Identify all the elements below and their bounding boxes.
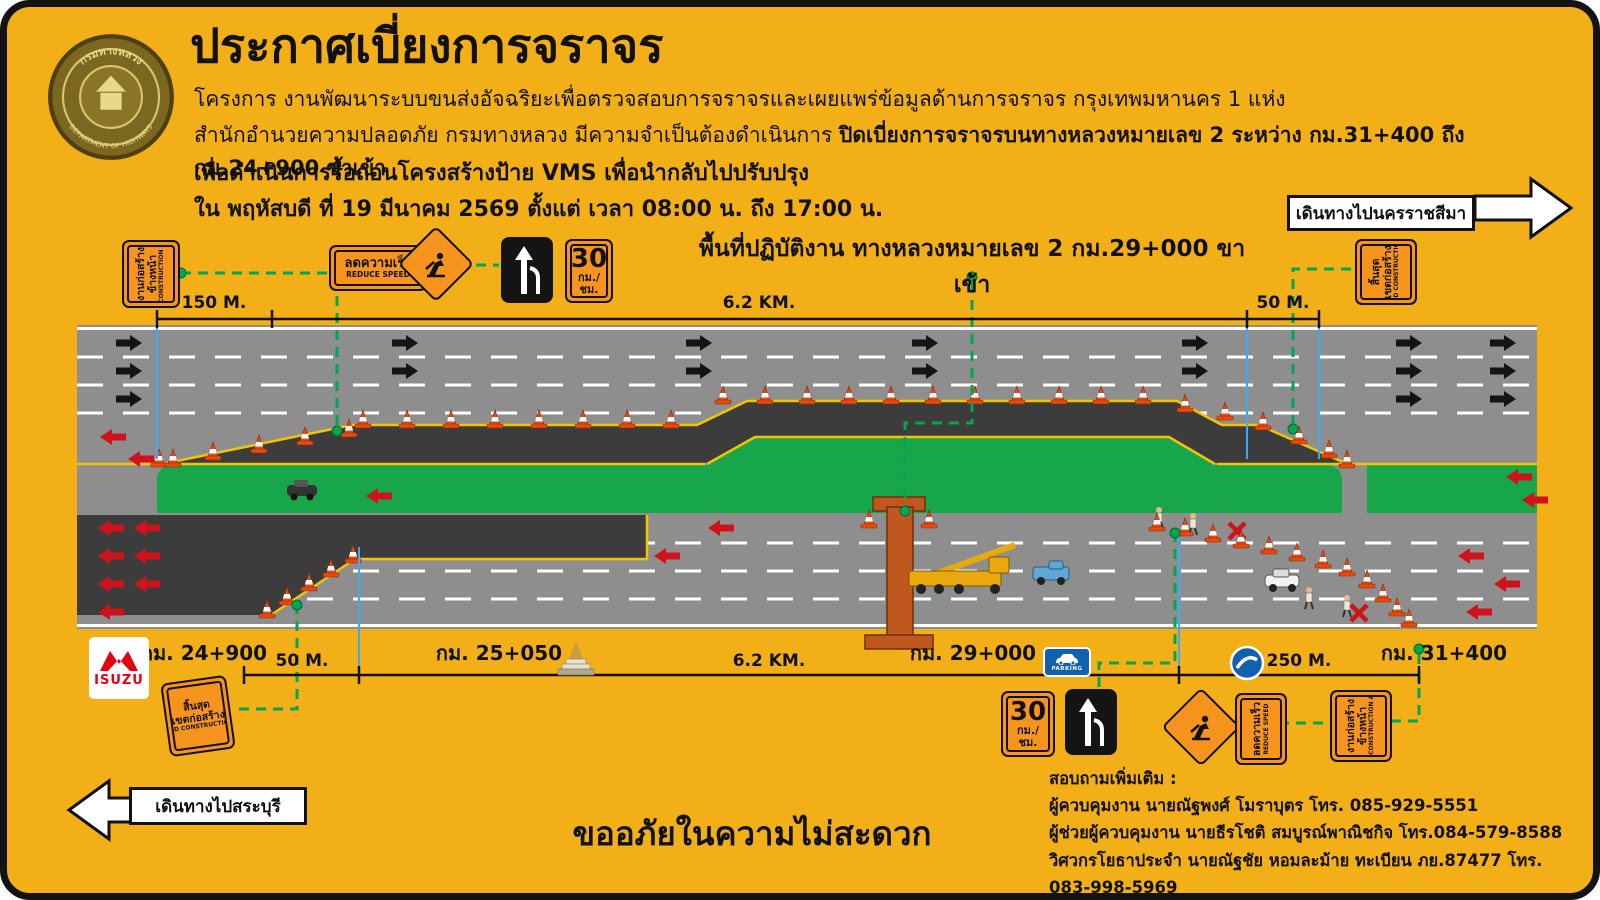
km-marker-1: กม. 24+900 xyxy=(140,641,268,665)
sign-text: 30 xyxy=(570,244,608,274)
isuzu-mark-icon xyxy=(100,650,138,671)
isuzu-logo: ISUZU xyxy=(89,637,149,699)
distance-top-2: 6.2 KM. xyxy=(722,293,796,313)
distance-top-1: 150 M. xyxy=(181,293,247,313)
speed-limit-sign-bottom: 30 กม./ชม. xyxy=(1001,691,1055,757)
reduce-speed-sign-top: ลดความเร็ว REDUCE SPEED xyxy=(329,245,427,291)
sign-text: REDUCE SPEED xyxy=(346,270,410,280)
car-dark xyxy=(287,480,317,501)
car-icon xyxy=(1056,653,1078,665)
reduce-speed-sign-face: ลดความเร็ว REDUCE SPEED xyxy=(1240,698,1282,760)
connector-dots xyxy=(175,267,1425,655)
sign-text: REDUCE SPEED xyxy=(1262,703,1270,755)
reduce-speed-sign-bottom: ลดความเร็ว REDUCE SPEED xyxy=(1235,693,1287,765)
sign-text: กม./ชม. xyxy=(1016,723,1040,749)
km-marker-2: กม. 25+050 xyxy=(435,641,563,665)
project-line: โครงการ งานพัฒนาระบบขนส่งอัจฉริยะเพื่อตร… xyxy=(194,87,1286,111)
temple-icon xyxy=(557,641,595,676)
distance-bottom-2: 6.2 KM. xyxy=(732,651,806,671)
fuel-station-logo xyxy=(1229,645,1265,681)
purpose-line: เพื่อดำเนินการรื้อถอนโครงสร้างป้าย VMS เ… xyxy=(194,161,809,186)
sign-text: งานก่อสร้าง xyxy=(134,247,147,301)
construction-ahead-sign-face: งานก่อสร้าง ข้างหน้า ROAD CONSTRUCTION A… xyxy=(1335,695,1387,757)
sign-text: กม./ชม. xyxy=(577,270,601,296)
work-area-label: พื้นที่ปฏิบัติงาน ทางหลวงหมายเลข 2 กม.29… xyxy=(698,236,1246,298)
distance-bottom-3: 250 M. xyxy=(1266,651,1332,671)
detail-bold: ปิดเบี่ยงการจราจรบนทางหลวงหมายเลข 2 ระหว… xyxy=(194,123,1465,180)
isuzu-logo-text: ISUZU xyxy=(94,672,144,688)
contact-line-1: ผู้ควบคุมงาน นายณัฐพงศ์ โมราบุตร โทร. 08… xyxy=(1049,796,1479,816)
speed-limit-sign-face: 30 กม./ชม. xyxy=(1006,696,1050,752)
sign-text: 30 xyxy=(1009,696,1047,727)
doh-seal-logo: กรมทางหลวง DEPARTMENT OF HIGHWAYS xyxy=(48,34,174,160)
direction-east-arrow-icon xyxy=(1473,176,1574,240)
contact-line-2: ผู้ช่วยผู้ควบคุมงาน นายธีรโชติ สมบูรณ์พา… xyxy=(1049,823,1563,843)
parking-sign: PARKING xyxy=(1043,647,1091,677)
direction-east-label: เดินทางไปนครราชสีมา xyxy=(1287,195,1475,231)
end-construction-sign-face: สิ้นสุด เขตก่อสร้าง END CONSTRUCTION xyxy=(165,680,231,752)
vms-structure xyxy=(864,496,934,650)
sign-text: ลดความเร็ว xyxy=(1250,701,1263,757)
page-title: ประกาศเบี่ยงการจราจร xyxy=(190,19,664,74)
detail-normal: สำนักอำนวยความปลอดภัย กรมทางหลวง มีความจ… xyxy=(194,123,840,147)
km-marker-3: กม. 29+000 xyxy=(909,641,1037,665)
distance-top-3: 50 M. xyxy=(1256,293,1310,313)
sign-text: งานก่อสร้าง xyxy=(1344,699,1357,753)
contact-line-3: วิศวกรโยธาประจำ นายณัฐชัย หอมละม้าย ทะเบ… xyxy=(1049,850,1543,897)
reference-lines xyxy=(156,321,1320,671)
crane-truck xyxy=(908,542,1017,594)
worker-diamond-sign-top xyxy=(397,225,475,303)
lane-merge-sign-bottom xyxy=(1065,689,1117,755)
car-white xyxy=(1264,568,1300,592)
contact-block: สอบถามเพิ่มเติม : ผู้ควบคุมงาน นายณัฐพงศ… xyxy=(1049,765,1589,897)
sign-text: ROAD CONSTRUCTION AHEAD xyxy=(1368,695,1376,757)
distance-bottom-1: 50 M. xyxy=(275,651,329,671)
lane-merge-arrow-icon xyxy=(1079,698,1104,746)
detail-line: สำนักอำนวยความปลอดภัย กรมทางหลวง มีความจ… xyxy=(194,119,1574,185)
sign-text: สิ้นสุด xyxy=(1369,258,1382,286)
pickup-truck xyxy=(1032,560,1070,585)
road-diagram xyxy=(77,263,1548,725)
speed-limit-sign-face: 30 กม./ชม. xyxy=(570,244,608,298)
worker-icon xyxy=(425,252,445,278)
worker-diamond-sign-bottom xyxy=(1161,687,1241,767)
sign-text: END CONSTRUCTION xyxy=(1393,244,1401,300)
apology-text: ขออภัยในความไม่สะดวก xyxy=(572,814,932,853)
speed-limit-sign-top: 30 กม./ชม. xyxy=(565,239,613,303)
lane-merge-sign-top xyxy=(501,237,553,303)
direction-west-label: เดินทางไปสระบุรี xyxy=(129,787,307,825)
construction-ahead-sign-bottom: งานก่อสร้าง ข้างหน้า ROAD CONSTRUCTION A… xyxy=(1330,690,1392,762)
worker-icon xyxy=(1190,715,1210,741)
measurement-lines xyxy=(155,310,1421,684)
end-construction-sign-bottomleft: สิ้นสุด เขตก่อสร้าง END CONSTRUCTION xyxy=(160,674,236,758)
lane-merge-arrow-icon xyxy=(515,246,540,294)
bottom-carriageway xyxy=(77,513,1537,629)
km-marker-4: กม. 31+400 xyxy=(1380,641,1508,665)
parking-sign-text: PARKING xyxy=(1051,665,1083,672)
end-construction-sign-face: สิ้นสุด เขตก่อสร้าง END CONSTRUCTION xyxy=(1360,244,1412,300)
schedule-line: ใน พฤหัสบดี ที่ 19 มีนาคม 2569 ตั้งแต่ เ… xyxy=(194,197,884,222)
end-construction-sign-topright: สิ้นสุด เขตก่อสร้าง END CONSTRUCTION xyxy=(1355,239,1417,305)
sign-text: ลดความเร็ว xyxy=(344,255,412,271)
contact-heading: สอบถามเพิ่มเติม : xyxy=(1049,769,1177,788)
